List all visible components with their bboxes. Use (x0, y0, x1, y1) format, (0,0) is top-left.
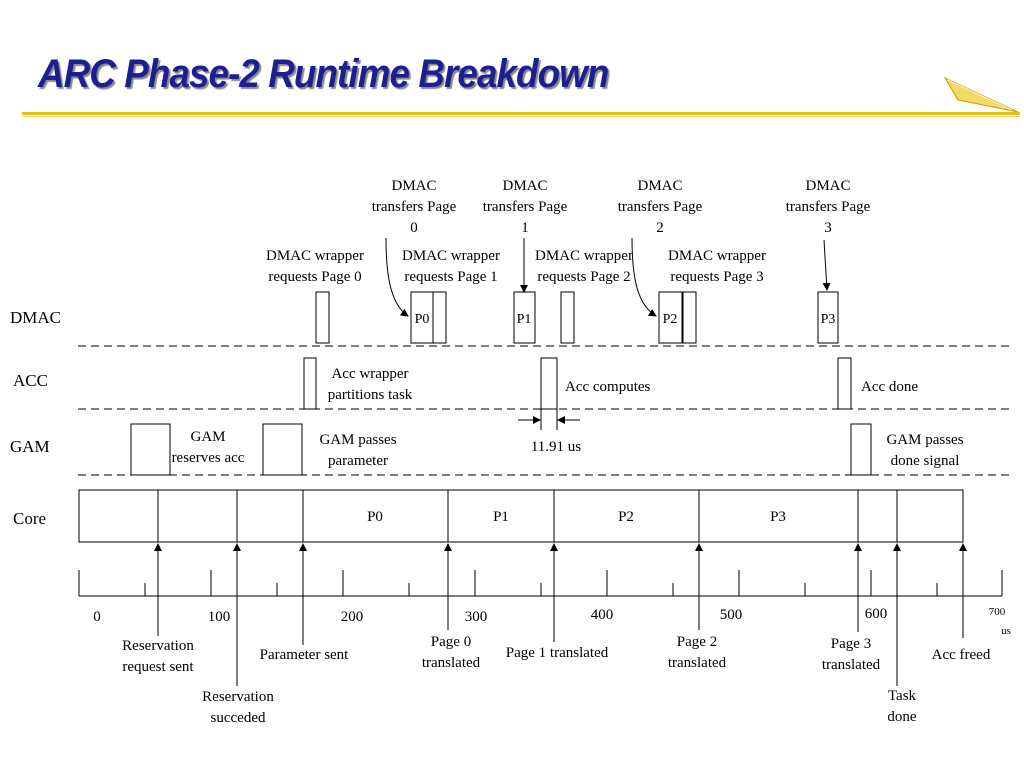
dmac-transfer-label-1-line1: DMAC (502, 178, 547, 194)
gam-param-label-line2: parameter (328, 453, 388, 469)
dmac-page-box-p0 (410, 291, 434, 344)
dmac-wrapper-label-2-line1: DMAC wrapper (535, 248, 633, 264)
event-label-reservation-request-line1: Reservation (122, 638, 194, 654)
acc-computes-label: Acc computes (565, 379, 651, 395)
acc-done-box (837, 357, 852, 410)
event-label-page0-line2: translated (422, 655, 481, 671)
axis-tick-label-200: 200 (341, 609, 364, 625)
axis-tick-label-300: 300 (465, 609, 488, 625)
acc-wrapper-label-line2: partitions task (328, 387, 413, 403)
dmac-page-box-p2 (658, 291, 683, 344)
callout-arrow-dmac-p0 (385, 237, 409, 317)
dmac-page-label-p1: P1 (517, 312, 532, 327)
interval-label: 11.91 us (531, 439, 581, 455)
dmac-transfer-label-3-line3: 3 (824, 220, 832, 236)
event-label-page2-line2: translated (668, 655, 727, 671)
row-label-gam: GAM (10, 437, 50, 456)
axis-tick-label-400: 400 (591, 607, 614, 623)
dmac-wrapper-label-3-line1: DMAC wrapper (668, 248, 766, 264)
axis-tick-label-100: 100 (208, 609, 231, 625)
slide-title: ARC Phase-2 Runtime Breakdown (38, 52, 609, 96)
row-label-core: Core (13, 509, 46, 528)
dmac-wrapper-label-2-line2: requests Page 2 (537, 269, 630, 285)
event-label-reservation-succeeded-line1: Reservation (202, 689, 274, 705)
acc-done-label: Acc done (861, 379, 918, 395)
event-label-page0-line1: Page 0 (431, 634, 471, 650)
axis-tick-label-600: 600 (865, 606, 888, 622)
event-label-reservation-succeeded-line2: succeded (211, 710, 266, 726)
dmac-transfer-label-0-line2: transfers Page (372, 199, 457, 215)
dmac-wrapper-label-1-line1: DMAC wrapper (402, 248, 500, 264)
dmac-wrapper-label-0-line1: DMAC wrapper (266, 248, 364, 264)
gam-reserve-box (130, 423, 171, 476)
event-label-page3-line2: translated (822, 657, 881, 673)
gam-done-label-line1: GAM passes (886, 432, 963, 448)
event-label-reservation-request-line2: request sent (122, 659, 194, 675)
gam-done-box (850, 423, 872, 476)
gam-reserves-label-line1: GAM (190, 429, 225, 445)
dmac-wrapper-box (432, 291, 447, 344)
interval-marker (518, 409, 580, 430)
row-label-dmac: DMAC (10, 308, 61, 327)
callout-arrow-dmac-p2 (631, 237, 657, 317)
dmac-transfer-label-1-line3: 1 (521, 220, 529, 236)
dmac-transfer-label-2-line1: DMAC (637, 178, 682, 194)
core-page-label-p0: P0 (367, 509, 383, 525)
dmac-wrapper-box (315, 291, 330, 344)
event-label-page1: Page 1 translated (506, 645, 609, 661)
core-bar (78, 489, 964, 543)
dmac-page-box-p3 (817, 291, 839, 344)
callout-arrow-dmac-p3 (822, 239, 831, 291)
acc-wrapper-label-line1: Acc wrapper (331, 366, 408, 382)
gam-param-label-line1: GAM passes (319, 432, 396, 448)
core-page-label-p1: P1 (493, 509, 509, 525)
core-page-label-p2: P2 (618, 509, 634, 525)
acc-compute-box (540, 357, 558, 410)
dmac-wrapper-label-0-line2: requests Page 0 (268, 269, 361, 285)
dmac-wrapper-label-1-line2: requests Page 1 (404, 269, 497, 285)
gam-done-label-line2: done signal (891, 453, 960, 469)
event-label-page2-line1: Page 2 (677, 634, 717, 650)
axis-unit-label: us (1001, 625, 1011, 637)
event-label-task-done-line1: Task (888, 688, 917, 704)
core-page-label-p3: P3 (770, 509, 786, 525)
dmac-transfer-label-0-line1: DMAC (391, 178, 436, 194)
axis-tick-label-0: 0 (93, 609, 101, 625)
dmac-transfer-label-0-line3: 0 (410, 220, 418, 236)
axis-end-label: 700 (989, 606, 1006, 618)
axis-tick-label-500: 500 (720, 607, 743, 623)
dmac-page-label-p3: P3 (821, 312, 836, 327)
acc-partition-box (303, 357, 317, 410)
dmac-transfer-label-3-line1: DMAC (805, 178, 850, 194)
time-axis (78, 570, 1003, 597)
title-rule-thin (22, 116, 1020, 117)
event-label-page3-line1: Page 3 (831, 636, 871, 652)
dmac-page-label-p0: P0 (415, 312, 430, 327)
dmac-wrapper-box (682, 291, 697, 344)
event-label-task-done-line2: done (887, 709, 917, 725)
event-label-parameter-sent: Parameter sent (260, 647, 350, 663)
title-rule (22, 112, 1020, 115)
dmac-transfer-label-3-line2: transfers Page (786, 199, 871, 215)
dmac-transfer-label-2-line2: transfers Page (618, 199, 703, 215)
event-label-acc-freed: Acc freed (932, 647, 991, 663)
dmac-transfer-label-1-line2: transfers Page (483, 199, 568, 215)
gam-param-box (262, 423, 303, 476)
decorative-arrow-icon (943, 76, 1019, 113)
dmac-transfer-label-2-line3: 2 (656, 220, 664, 236)
dmac-wrapper-box (560, 291, 575, 344)
gam-reserves-label-line2: reserves acc (172, 450, 245, 466)
dmac-wrapper-label-3-line2: requests Page 3 (670, 269, 763, 285)
dmac-page-label-p2: P2 (663, 312, 678, 327)
row-label-acc: ACC (13, 371, 48, 390)
